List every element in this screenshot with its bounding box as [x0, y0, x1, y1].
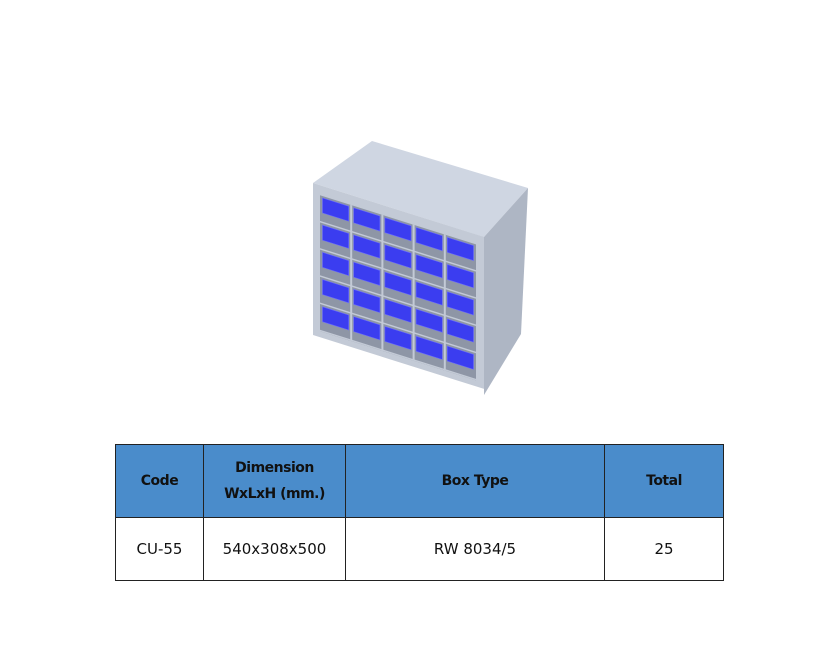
- table-header-row: Code Dimension WxLxH (mm.) Box Type Tota…: [115, 444, 724, 518]
- bin-box: [415, 227, 443, 252]
- header-dimension-line1: Dimension: [235, 460, 314, 476]
- cabinet-side: [484, 188, 528, 395]
- shelf: [382, 349, 414, 361]
- cell-dimension: 540x308x500: [203, 517, 346, 581]
- cell-box-type: RW 8034/5: [345, 517, 605, 581]
- cell-total: 25: [604, 517, 724, 581]
- bin-box: [447, 291, 474, 316]
- bin-box: [384, 217, 412, 242]
- bin-box: [322, 197, 350, 222]
- bin-box: [415, 281, 443, 306]
- divider: [381, 214, 384, 352]
- product-spec-table: Code Dimension WxLxH (mm.) Box Type Tota…: [115, 444, 724, 581]
- bin-box: [447, 264, 474, 289]
- table-row: CU-55 540x308x500 RW 8034/5 25: [115, 517, 724, 581]
- bin-box: [384, 298, 412, 323]
- shelf: [351, 339, 383, 351]
- shelf: [382, 294, 414, 307]
- shelf: [444, 314, 477, 326]
- shelf: [444, 287, 477, 299]
- shelf: [413, 250, 445, 262]
- bin-box: [415, 335, 443, 360]
- bin-box: [384, 244, 412, 269]
- shelf: [320, 275, 352, 287]
- cell-code: CU-55: [115, 517, 204, 581]
- shelf: [413, 359, 445, 371]
- shelf: [351, 285, 383, 297]
- bin-box: [384, 326, 412, 351]
- bin-box: [384, 271, 412, 296]
- shelf: [320, 220, 352, 233]
- shelf: [444, 369, 477, 381]
- shelf: [382, 267, 414, 280]
- shelf: [413, 304, 445, 317]
- bin-box: [322, 252, 350, 277]
- bin-box: [322, 279, 350, 304]
- bin-box: [353, 234, 381, 259]
- header-dimension-line2: WxLxH (mm.): [224, 486, 325, 502]
- header-dimension: Dimension WxLxH (mm.): [203, 444, 346, 518]
- shelf: [413, 332, 445, 344]
- shelf: [351, 312, 383, 324]
- shelf: [444, 260, 477, 272]
- bin-box: [322, 306, 350, 331]
- bin-box: [415, 254, 443, 279]
- bin-box: [353, 207, 381, 232]
- divider: [412, 224, 415, 362]
- shelf: [413, 277, 445, 289]
- shelf: [351, 230, 383, 243]
- header-total: Total: [604, 444, 724, 518]
- bin-box: [353, 316, 381, 341]
- bin-box: [447, 345, 474, 370]
- bin-box: [447, 236, 474, 261]
- shelf: [382, 322, 414, 334]
- shelf: [320, 329, 352, 342]
- bin-box: [415, 308, 443, 333]
- divider: [443, 234, 446, 371]
- shelf: [382, 240, 414, 252]
- bin-box: [353, 289, 381, 314]
- bin-box: [322, 224, 350, 249]
- shelf: [320, 248, 352, 260]
- cabinet-top: [313, 141, 528, 237]
- header-code: Code: [115, 444, 204, 518]
- header-box-type: Box Type: [345, 444, 605, 518]
- shelf: [320, 302, 352, 314]
- bin-box: [447, 318, 474, 343]
- shelf: [351, 257, 383, 270]
- cabinet-product-image: [313, 141, 528, 395]
- divider: [350, 204, 353, 342]
- shelf: [444, 341, 477, 354]
- bin-box: [353, 261, 381, 286]
